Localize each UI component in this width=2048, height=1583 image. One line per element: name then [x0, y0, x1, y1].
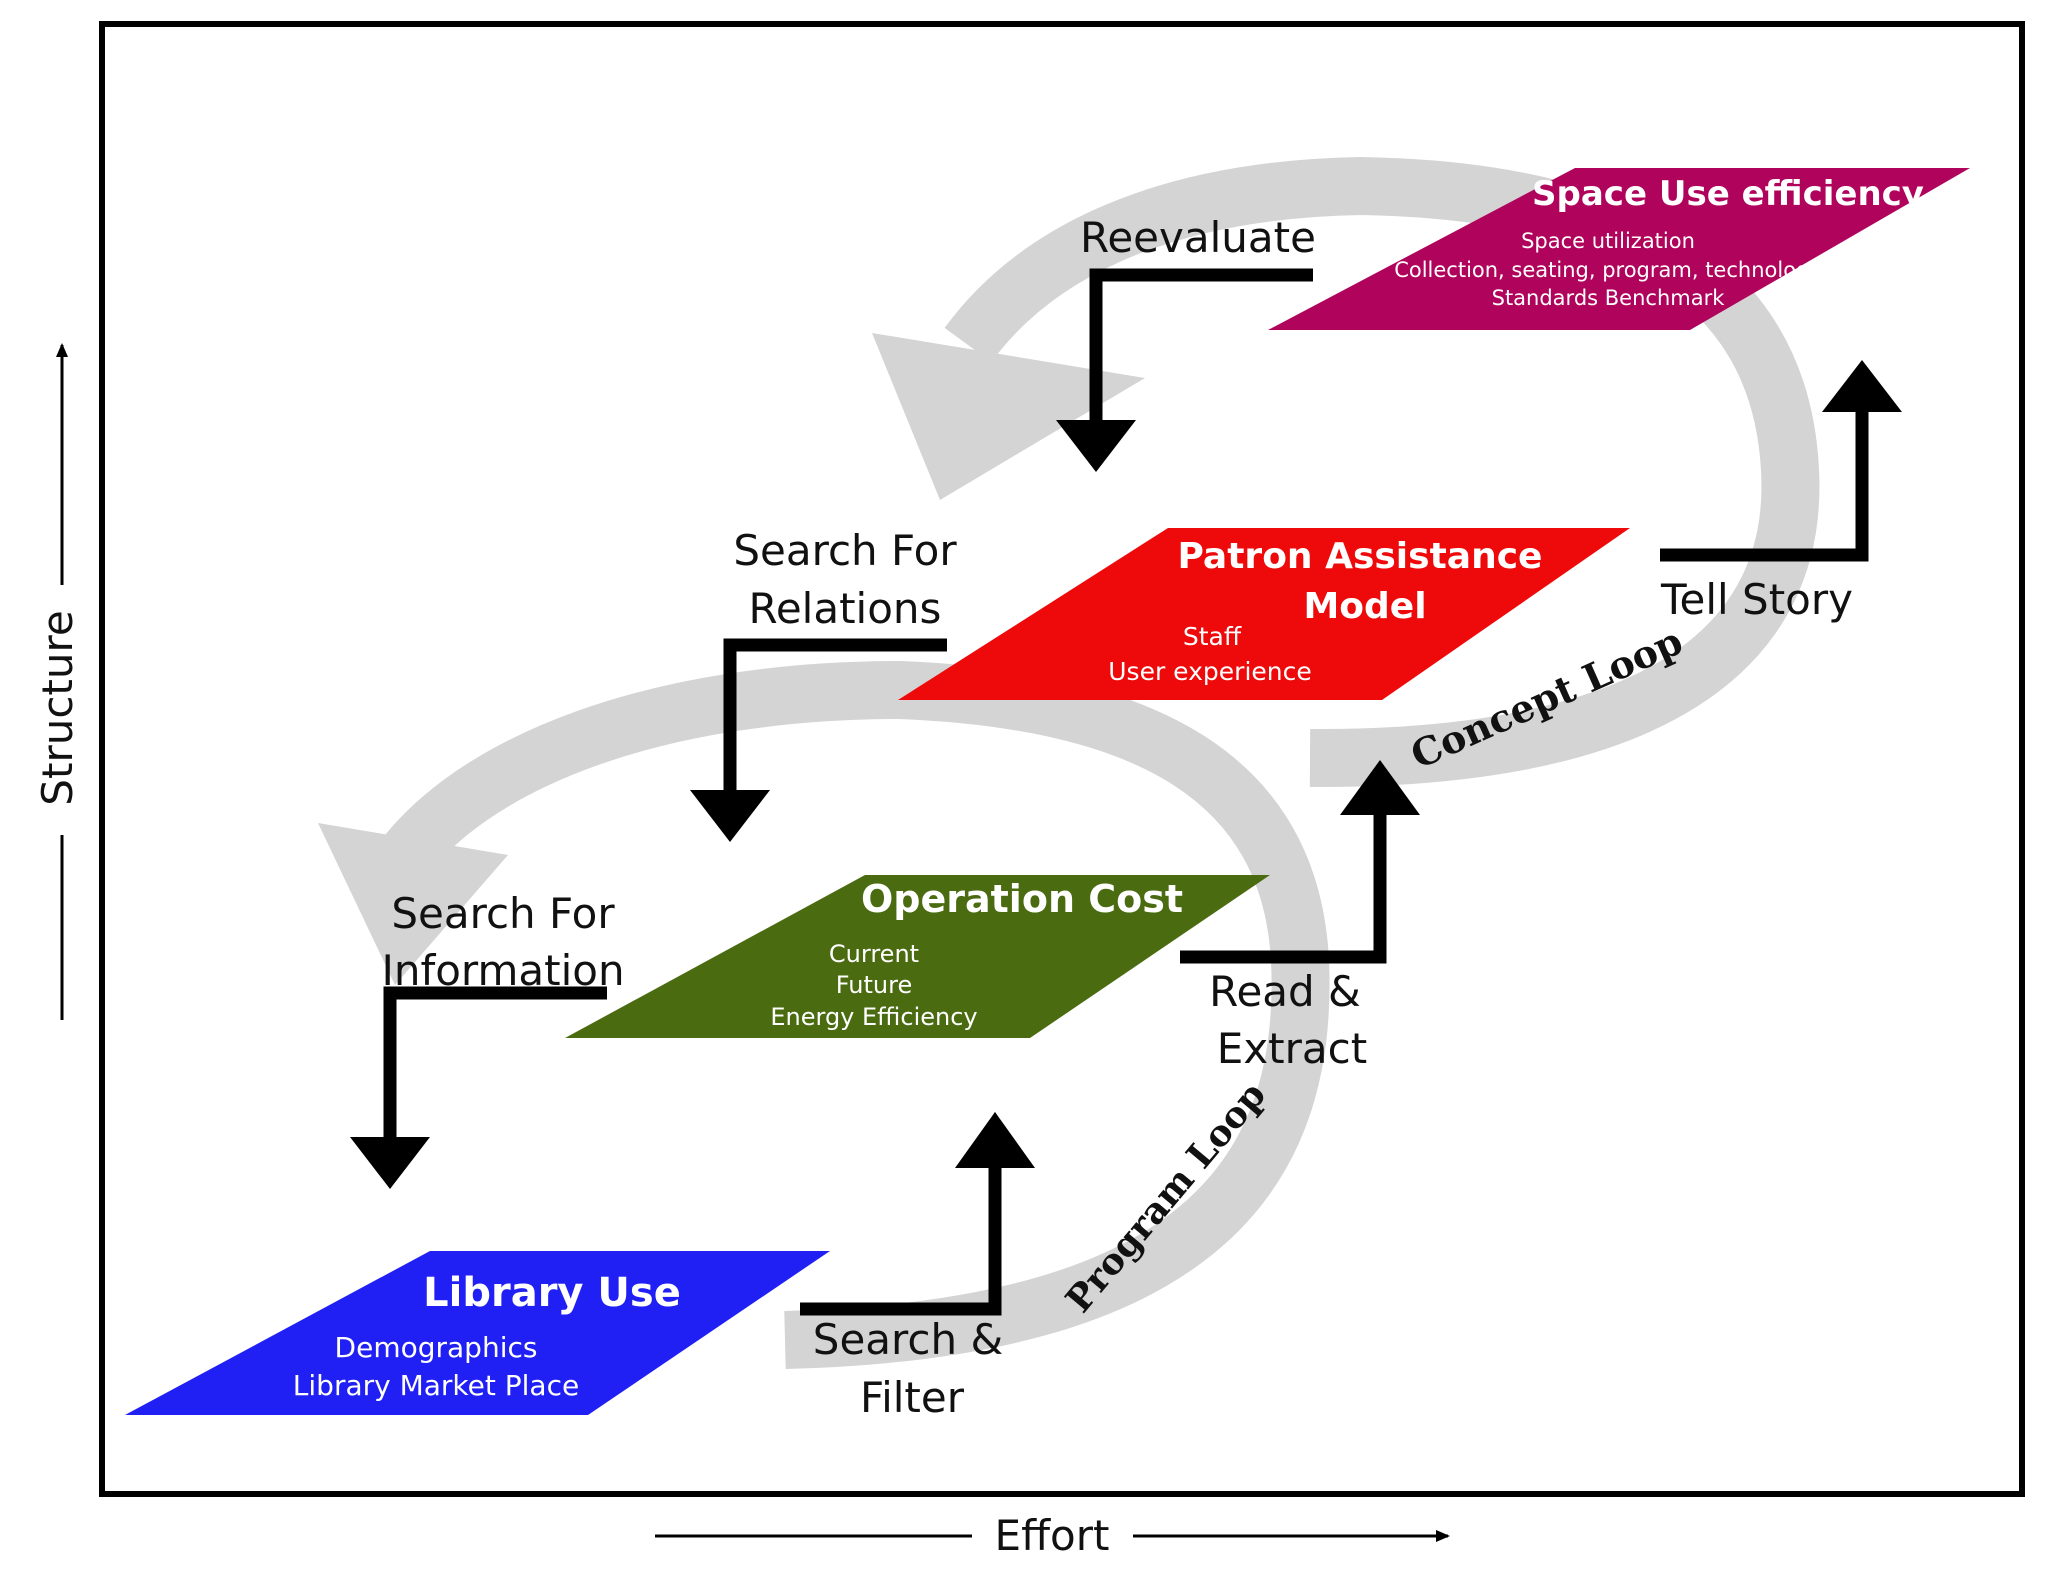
program-loop-band [371, 660, 1330, 1369]
patron-assistance-line-1: Staff [1183, 622, 1242, 651]
x-axis-label: Effort [995, 1511, 1110, 1560]
program-loop-arrowhead [318, 823, 508, 985]
patron-assistance-box [898, 528, 1630, 700]
space-use-line-1: Space utilization [1521, 229, 1695, 253]
read-extract-arrowhead [1340, 760, 1420, 815]
operation-cost-box [565, 875, 1270, 1038]
patron-assistance-line-2: User experience [1108, 657, 1312, 686]
y-axis-label: Structure [33, 610, 82, 805]
reevaluate-arrowhead [1056, 420, 1136, 472]
search-filter-label-1: Search & [813, 1315, 1003, 1364]
operation-cost-title: Operation Cost [861, 877, 1183, 921]
search-relations-arrowhead [690, 790, 770, 842]
library-use-title: Library Use [423, 1270, 681, 1316]
space-use-title: Space Use efficiency [1532, 174, 1924, 214]
search-information-label-2: Information [381, 946, 624, 995]
library-use-line-2: Library Market Place [293, 1369, 579, 1402]
search-information-arrow [383, 986, 607, 1140]
patron-assistance-title-2: Model [1303, 586, 1426, 627]
operation-cost-line-1: Current [829, 940, 919, 968]
reevaluate-label: Reevaluate [1080, 213, 1316, 262]
search-relations-label-2: Relations [749, 584, 942, 633]
read-extract-arrow [1180, 800, 1387, 964]
tell-story-arrowhead [1822, 360, 1902, 412]
space-use-line-2: Collection, seating, program, technology [1394, 258, 1822, 282]
search-filter-label-2: Filter [860, 1373, 965, 1422]
library-use-line-1: Demographics [335, 1331, 538, 1364]
search-information-arrowhead [350, 1137, 430, 1189]
read-extract-label-2: Extract [1217, 1024, 1367, 1073]
concept-loop-arrowhead [872, 333, 1145, 500]
tell-story-arrow [1660, 395, 1869, 562]
search-filter-arrow [800, 1150, 1002, 1316]
search-information-label-1: Search For [391, 889, 615, 938]
reevaluate-arrow [1089, 268, 1313, 425]
patron-assistance-title-1: Patron Assistance [1178, 536, 1543, 577]
search-relations-label-1: Search For [733, 526, 957, 575]
operation-cost-line-3: Energy Efficiency [770, 1003, 977, 1031]
tell-story-label: Tell Story [1660, 575, 1853, 624]
library-use-box [125, 1251, 830, 1415]
operation-cost-line-2: Future [836, 971, 912, 999]
space-use-box-fill [1268, 168, 1970, 330]
search-filter-arrowhead-big [955, 1112, 1035, 1168]
search-relations-arrow [723, 638, 947, 795]
space-use-line-3: Standards Benchmark [1492, 286, 1726, 310]
read-extract-label-1: Read & [1209, 967, 1361, 1016]
